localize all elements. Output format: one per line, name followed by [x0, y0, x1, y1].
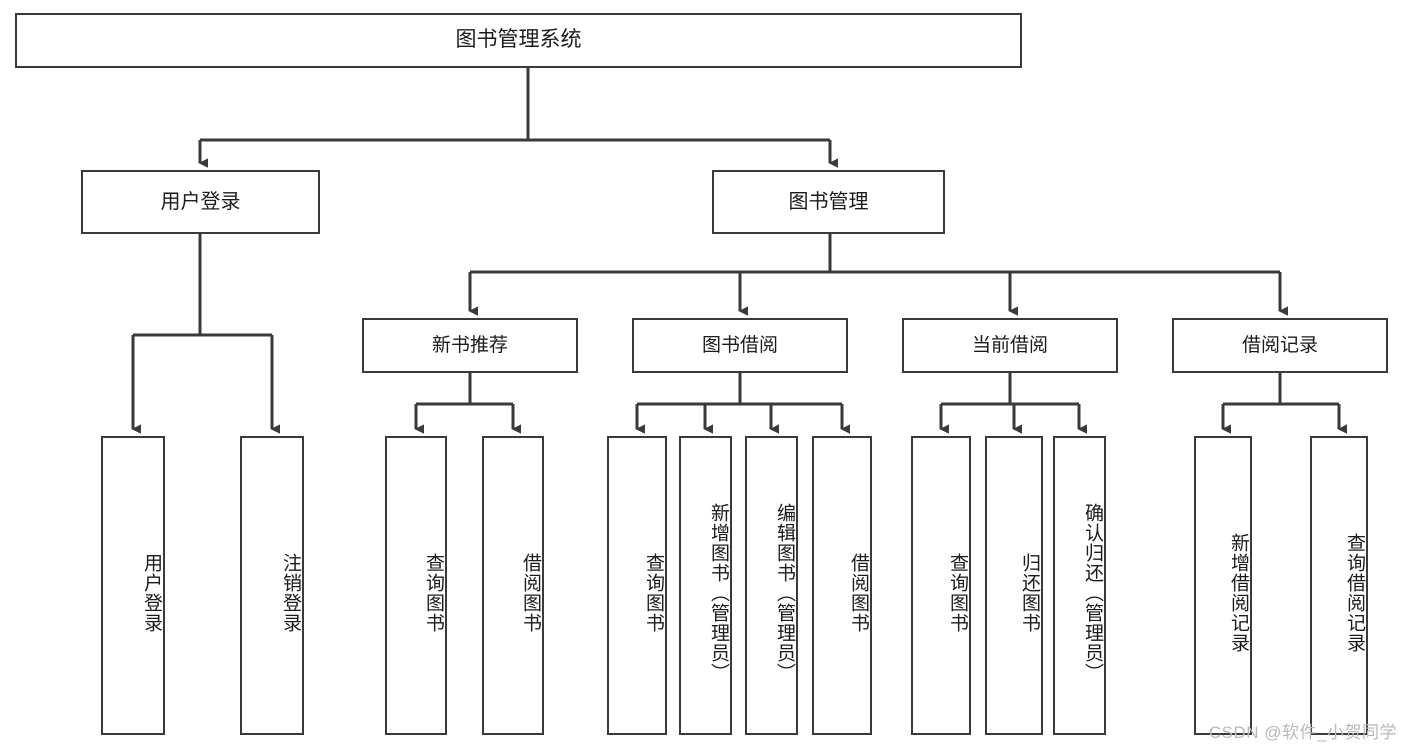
node-leaf-cb-return[interactable]: 归还图书: [985, 436, 1043, 735]
node-leaf-rec-query[interactable]: 查询图书: [385, 436, 447, 735]
node-leaf-bb-edit-label: 编辑图书（管理员）: [774, 502, 795, 683]
node-leaf-cb-confirm[interactable]: 确认归还（管理员）: [1053, 436, 1106, 735]
node-leaf-user-logout[interactable]: 注销登录: [240, 436, 304, 735]
node-current-borrow-label: 当前借阅: [971, 334, 1048, 356]
node-leaf-br-add-label: 新增借阅记录: [1228, 532, 1249, 653]
node-leaf-br-add[interactable]: 新增借阅记录: [1194, 436, 1252, 735]
node-root-label: 图书管理系统: [455, 28, 582, 52]
node-leaf-bb-borrow[interactable]: 借阅图书: [812, 436, 872, 735]
node-leaf-user-logout-label: 注销登录: [280, 552, 301, 633]
node-leaf-br-query[interactable]: 查询借阅记录: [1310, 436, 1368, 735]
node-leaf-rec-query-label: 查询图书: [423, 552, 444, 633]
node-book-borrow-label: 图书借阅: [701, 334, 778, 356]
node-leaf-bb-add[interactable]: 新增图书（管理员）: [679, 436, 732, 735]
node-leaf-cb-confirm-label: 确认归还（管理员）: [1082, 502, 1103, 683]
node-book-borrow[interactable]: 图书借阅: [632, 318, 848, 373]
node-new-book-rec[interactable]: 新书推荐: [362, 318, 578, 373]
node-new-book-rec-label: 新书推荐: [431, 334, 508, 356]
node-user-login-label: 用户登录: [160, 190, 241, 213]
node-leaf-bb-edit[interactable]: 编辑图书（管理员）: [745, 436, 798, 735]
node-borrow-record[interactable]: 借阅记录: [1172, 318, 1388, 373]
node-leaf-bb-query[interactable]: 查询图书: [607, 436, 667, 735]
node-leaf-rec-borrow-label: 借阅图书: [520, 552, 541, 633]
node-leaf-bb-add-label: 新增图书（管理员）: [708, 502, 729, 683]
node-borrow-record-label: 借阅记录: [1241, 334, 1318, 356]
node-leaf-user-login-label: 用户登录: [141, 552, 162, 633]
node-leaf-cb-query-label: 查询图书: [947, 552, 968, 633]
node-current-borrow[interactable]: 当前借阅: [902, 318, 1118, 373]
node-leaf-cb-return-label: 归还图书: [1019, 552, 1040, 633]
node-user-login[interactable]: 用户登录: [81, 170, 320, 234]
node-book-manage[interactable]: 图书管理: [712, 170, 945, 234]
node-leaf-br-query-label: 查询借阅记录: [1344, 532, 1365, 653]
node-leaf-rec-borrow[interactable]: 借阅图书: [482, 436, 544, 735]
node-book-manage-label: 图书管理: [788, 190, 869, 213]
node-leaf-bb-borrow-label: 借阅图书: [848, 552, 869, 633]
node-leaf-cb-query[interactable]: 查询图书: [911, 436, 971, 735]
node-root[interactable]: 图书管理系统: [15, 13, 1022, 68]
node-leaf-bb-query-label: 查询图书: [643, 552, 664, 633]
node-leaf-user-login[interactable]: 用户登录: [101, 436, 165, 735]
